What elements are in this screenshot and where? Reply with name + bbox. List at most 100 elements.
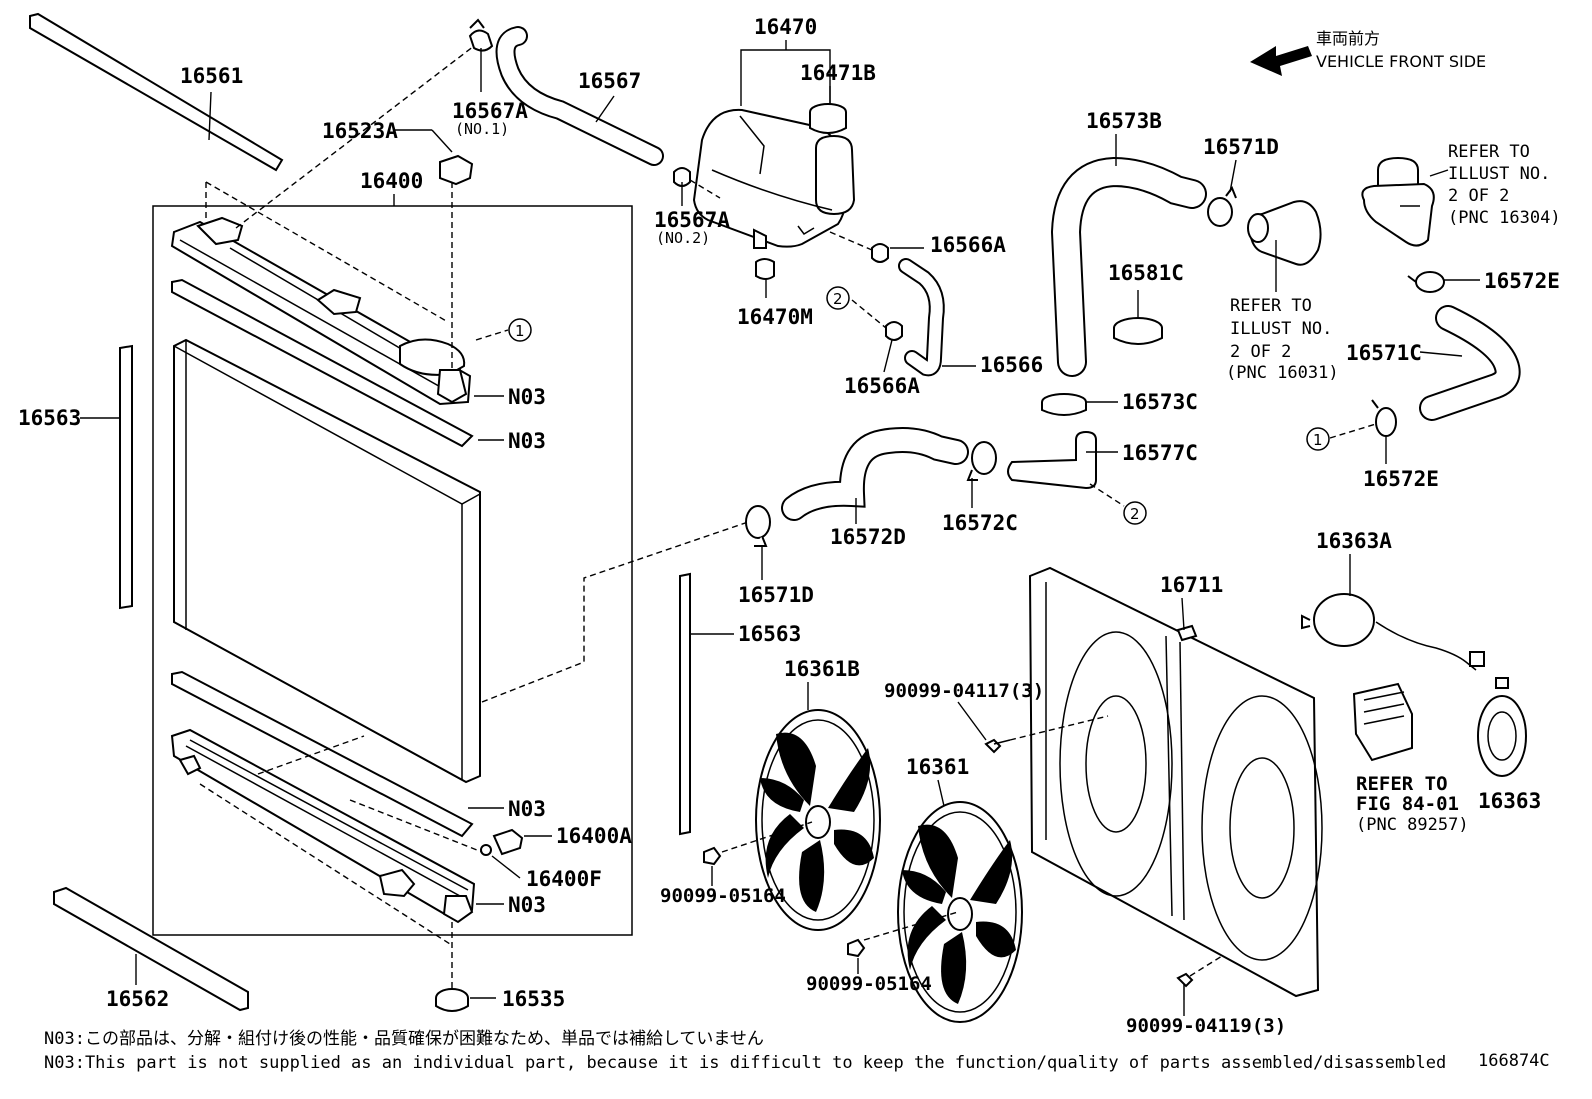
label-16400: 16400 [360,169,423,193]
label-N03-1: N03 [508,385,546,409]
label-16400A: 16400A [556,824,632,848]
label-16470: 16470 [754,15,817,39]
label-N03-2: N03 [508,429,546,453]
thermostat-assembly-16304 [1361,156,1435,247]
direction-jp: 車両前方 [1316,29,1380,48]
radiator-lower-tank [170,728,476,924]
refer-16304-line2: ILLUST NO. [1448,164,1550,184]
label-16535: 16535 [502,987,565,1011]
cap-16471B [809,103,847,134]
clip-16566A-bottom [885,321,903,341]
circle-mark-1-right [1306,427,1330,451]
bolt-90099-04117 [984,738,1011,754]
bolt-90099-05164-b [847,938,866,958]
circle-mark-2-top [826,286,850,310]
label-16561: 16561 [180,64,243,88]
label-16567A-top-sub: (NO.1) [455,120,509,138]
label-16571C: 16571C [1346,341,1422,365]
lower-gasket [171,670,474,838]
circle-mark-1-right-text: 1 [1313,431,1323,449]
upper-gasket [171,278,474,448]
refer-16304-line3: 2 OF 2 [1448,186,1509,206]
circle-mark-1-left-text: 1 [515,322,525,340]
fan-16361B [755,709,881,931]
refer-16031-line2: ILLUST NO. [1230,319,1332,339]
refer-89257-line2: FIG 84-01 [1356,793,1459,815]
label-16567A-mid: 16567A [654,208,730,232]
circle-mark-1-left [508,318,532,342]
refer-16031-line4: (PNC 16031) [1226,363,1339,383]
label-16572E-top: 16572E [1484,269,1560,293]
strip-16563-middle [679,572,691,836]
fan-motor-16363 [1477,677,1527,777]
refer-note-16031: REFER TO ILLUST NO. 2 OF 2 (PNC 16031) [1226,296,1339,383]
direction-en: VEHICLE FRONT SIDE [1316,52,1486,71]
label-16581C: 16581C [1108,261,1184,285]
label-16363: 16363 [1478,789,1541,813]
fan-motor-16363A [1301,593,1485,671]
label-16566A-top: 16566A [930,233,1006,257]
label-N03-4: N03 [508,893,546,917]
label-16400F: 16400F [526,867,602,891]
label-16567A-top: 16567A [452,99,528,123]
cap-16523A [439,154,474,186]
label-16563-left: 16563 [18,406,81,430]
clamp-16572E-bottom [1371,399,1397,437]
mount-16535 [435,988,469,1012]
strip-16563-left [119,344,133,610]
label-16573B: 16573B [1086,109,1162,133]
pipe-16577C [1007,430,1097,490]
refer-89257-line3: (PNC 89257) [1356,815,1469,835]
label-16567: 16567 [578,69,641,93]
clamp-16571D-top [1207,185,1237,227]
refer-note-16304: REFER TO ILLUST NO. 2 OF 2 (PNC 16304) [1448,142,1561,228]
footnote-en: N03:This part is not supplied as an indi… [44,1053,1446,1073]
circle-mark-2-top-text: 2 [833,290,843,308]
label-16361: 16361 [906,755,969,779]
circle-mark-2-bottom [1123,501,1147,525]
label-16572E-bottom: 16572E [1363,467,1439,491]
vehicle-front-arrow-icon [1250,46,1312,76]
drain-plug-16400A [492,828,524,856]
refer-16031-line3: 2 OF 2 [1230,342,1291,362]
fan-16361 [897,801,1023,1023]
label-16572D: 16572D [830,525,906,549]
bolt-90099-05164-a [703,846,722,866]
label-16711: 16711 [1160,573,1223,597]
clamp-16572E-top [1407,271,1445,293]
label-16571D-bottom: 16571D [738,583,814,607]
refer-16031-line1: REFER TO [1230,296,1312,316]
refer-note-89257: REFER TO FIG 84-01 (PNC 89257) [1356,773,1469,835]
seal-16562 [53,886,249,1012]
label-16562: 16562 [106,987,169,1011]
label-16361B: 16361B [784,657,860,681]
label-16523A: 16523A [322,119,398,143]
bolt-90099-04119 [1176,972,1194,1000]
label-bolt-04119: 90099-04119(3) [1126,1015,1286,1037]
label-bolt-04117: 90099-04117(3) [884,680,1044,702]
reservoir-16470 [692,108,856,249]
fan-relay-89257 [1352,682,1413,762]
grommet-16470M [755,258,775,280]
label-bolt-05164-a: 90099-05164 [660,885,786,907]
label-16571D-top: 16571D [1203,135,1279,159]
clamp-16573C [1041,393,1087,416]
label-16573C: 16573C [1122,390,1198,414]
clip-16567A-no2 [673,167,691,187]
refer-16304-line4: (PNC 16304) [1448,208,1561,228]
label-16572C: 16572C [942,511,1018,535]
label-16470M: 16470M [737,305,813,329]
refer-16304-line1: REFER TO [1448,142,1530,162]
fan-shroud-16711 [1028,566,1323,998]
label-16363A: 16363A [1316,529,1392,553]
clip-16567A-no1 [468,18,494,52]
radiator-assembly-frame [152,205,633,936]
label-N03-3: N03 [508,797,546,821]
clamp-16581C [1113,317,1163,345]
refer-89257-line1: REFER TO [1356,773,1448,795]
label-16566A-bottom: 16566A [844,374,920,398]
label-16563-middle: 16563 [738,622,801,646]
radiator-upper-tank [170,216,472,406]
radiator-core [173,338,481,784]
